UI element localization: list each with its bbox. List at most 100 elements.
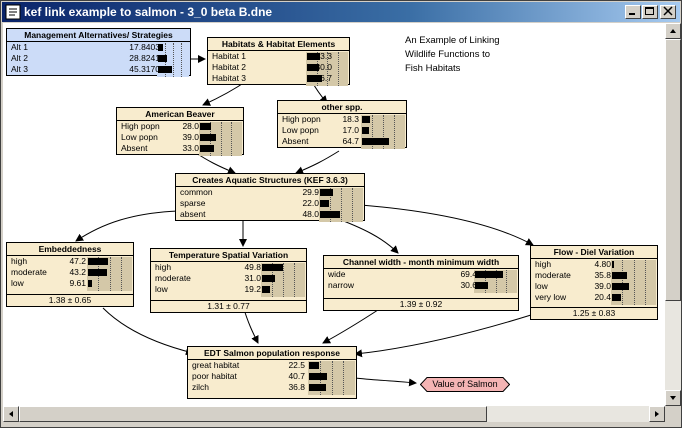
belief-bar (320, 200, 329, 207)
state-label: moderate (11, 267, 47, 277)
maximize-icon (645, 7, 654, 15)
belief-bar (320, 189, 333, 196)
state-label: Habitat 3 (212, 73, 247, 83)
state-row[interactable]: very low 20.4 (531, 292, 657, 303)
state-label: Alt 3 (11, 64, 29, 74)
close-button[interactable] (660, 5, 676, 19)
scroll-up-button[interactable] (665, 23, 681, 39)
state-label: narrow (328, 280, 354, 290)
state-row[interactable]: moderate 43.2 (7, 267, 133, 278)
gridline (343, 361, 344, 395)
scroll-right-button[interactable] (649, 406, 665, 422)
state-probability: 20.4 (594, 292, 611, 302)
state-probability: 49.8 (244, 262, 261, 272)
gridline (485, 270, 486, 293)
state-row[interactable]: narrow 30.6 (324, 280, 518, 291)
horizontal-scroll-thumb[interactable] (19, 406, 487, 422)
horizontal-scrollbar[interactable] (3, 406, 665, 422)
belief-bar (262, 286, 270, 293)
belief-bar (362, 138, 389, 145)
vertical-scrollbar[interactable] (665, 23, 681, 406)
state-probability: 19.2 (244, 284, 261, 294)
gridline (332, 361, 333, 395)
gridline (327, 52, 328, 86)
state-label: Low popn (282, 125, 319, 135)
belief-bar (262, 264, 283, 271)
maximize-button[interactable] (642, 5, 658, 19)
network-canvas[interactable]: An Example of Linking Wildlife Functions… (3, 23, 665, 406)
state-probability: 30.6 (460, 280, 477, 290)
arrow-down-icon (670, 396, 676, 400)
arrow-left-icon (9, 411, 13, 417)
vertical-scroll-thumb[interactable] (665, 39, 681, 301)
state-label: low (11, 278, 24, 288)
state-label: High popn (121, 121, 160, 131)
title-bar[interactable]: kef link example to salmon - 3_0 beta B.… (2, 2, 680, 22)
state-row[interactable]: Habitat 1 33.3 (208, 51, 349, 62)
state-probability: 29.9 (302, 187, 319, 197)
gridline (383, 115, 384, 149)
state-probability: 30.0 (315, 62, 332, 72)
scroll-down-button[interactable] (665, 390, 681, 406)
belief-bar (200, 145, 214, 152)
state-probability: 17.0 (342, 125, 359, 135)
state-probability: 43.2 (69, 267, 86, 277)
netica-document-icon (5, 4, 21, 20)
belief-bar (158, 55, 167, 62)
minimize-button[interactable] (625, 5, 641, 19)
scrollbar-corner (665, 406, 681, 422)
gridline (634, 260, 635, 305)
state-probability: 33.3 (315, 51, 332, 61)
gridline (394, 115, 395, 149)
state-label: Habitat 1 (212, 51, 247, 61)
state-label: very low (535, 292, 567, 302)
gridline (173, 43, 174, 77)
state-probability: 22.0 (302, 198, 319, 208)
belief-bar (362, 127, 369, 134)
minimize-icon (629, 13, 635, 15)
state-label: Alt 1 (11, 42, 29, 52)
node-creates-aquatic-structures[interactable]: Creates Aquatic Structures (KEF 3.6.3)co… (175, 173, 365, 222)
utility-node-value-of-salmon[interactable]: Value of Salmon (420, 377, 510, 392)
state-label: Alt 2 (11, 53, 29, 63)
state-row[interactable]: Low popn 17.0 (278, 125, 406, 136)
state-probability: 31.0 (244, 273, 261, 283)
state-probability: 36.8 (288, 382, 305, 392)
scroll-left-button[interactable] (3, 406, 19, 422)
state-label: Absent (282, 136, 309, 146)
